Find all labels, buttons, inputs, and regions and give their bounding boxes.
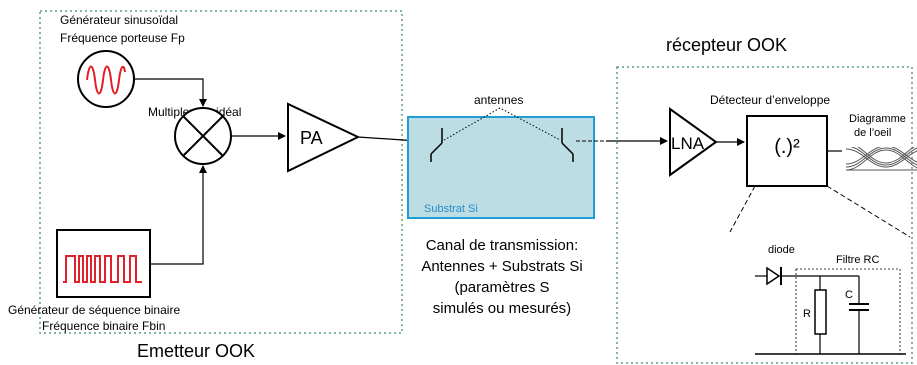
emitter-title: Emetteur OOK <box>137 341 255 361</box>
resistor-label: R <box>803 308 811 320</box>
rc-filter-dashed-box <box>795 268 901 355</box>
antenna-right-icon <box>561 128 574 162</box>
antenna-coupling-path <box>443 107 561 141</box>
eye-diagram-icon <box>845 147 917 171</box>
lna-label: LNA <box>671 134 705 153</box>
lna-amplifier <box>669 107 718 177</box>
pa-label: PA <box>300 128 323 148</box>
capacitor-icon <box>849 276 869 354</box>
binary-line <box>150 165 207 265</box>
binary-generator <box>56 229 151 298</box>
binary-generator-label-2: Fréquence binaire Fbin <box>42 319 165 333</box>
detector-title: Détecteur d’enveloppe <box>710 93 830 107</box>
zoom-line-left <box>729 185 756 233</box>
square-wave-icon <box>63 255 142 283</box>
multiplier-icon <box>174 107 232 165</box>
diode-label: diode <box>768 244 795 256</box>
rc-filter-label: Filtre RC <box>836 254 879 266</box>
resistor-icon <box>814 276 827 354</box>
binary-generator-label-1: Générateur de séquence binaire <box>8 303 180 317</box>
substrate-label: Substrat Si <box>424 203 478 215</box>
substrate-box <box>407 116 595 219</box>
receiver-title: récepteur OOK <box>666 35 787 55</box>
sine-generator-label-1: Générateur sinusoïdal <box>60 13 178 27</box>
diode-icon <box>755 266 859 286</box>
zoom-line-right <box>826 185 911 238</box>
antenna-left-icon <box>430 128 443 162</box>
channel-caption-1: Canal de transmission: <box>426 237 579 254</box>
eye-diagram-label-2: de l’oeil <box>854 127 891 139</box>
channel-caption-2: Antennes + Substrats Si <box>421 258 582 275</box>
square-law-label: (.)² <box>774 136 800 158</box>
sine-generator <box>77 50 135 108</box>
square-law-box <box>746 115 828 187</box>
sine-generator-label-2: Fréquence porteuse Fp <box>60 31 185 45</box>
eye-diagram-label-1: Diagramme <box>849 113 906 125</box>
pa-amplifier <box>287 102 361 173</box>
sine-wave-icon <box>86 65 126 95</box>
channel-caption-4: simulés ou mesurés) <box>433 300 571 317</box>
capacitor-label: C <box>845 289 853 301</box>
receiver-dashed-frame <box>616 66 913 364</box>
carrier-line <box>134 78 207 107</box>
channel-caption-3: (paramètres S <box>454 279 549 296</box>
emitter-dashed-frame <box>39 10 403 334</box>
antennas-label: antennes <box>474 93 523 107</box>
